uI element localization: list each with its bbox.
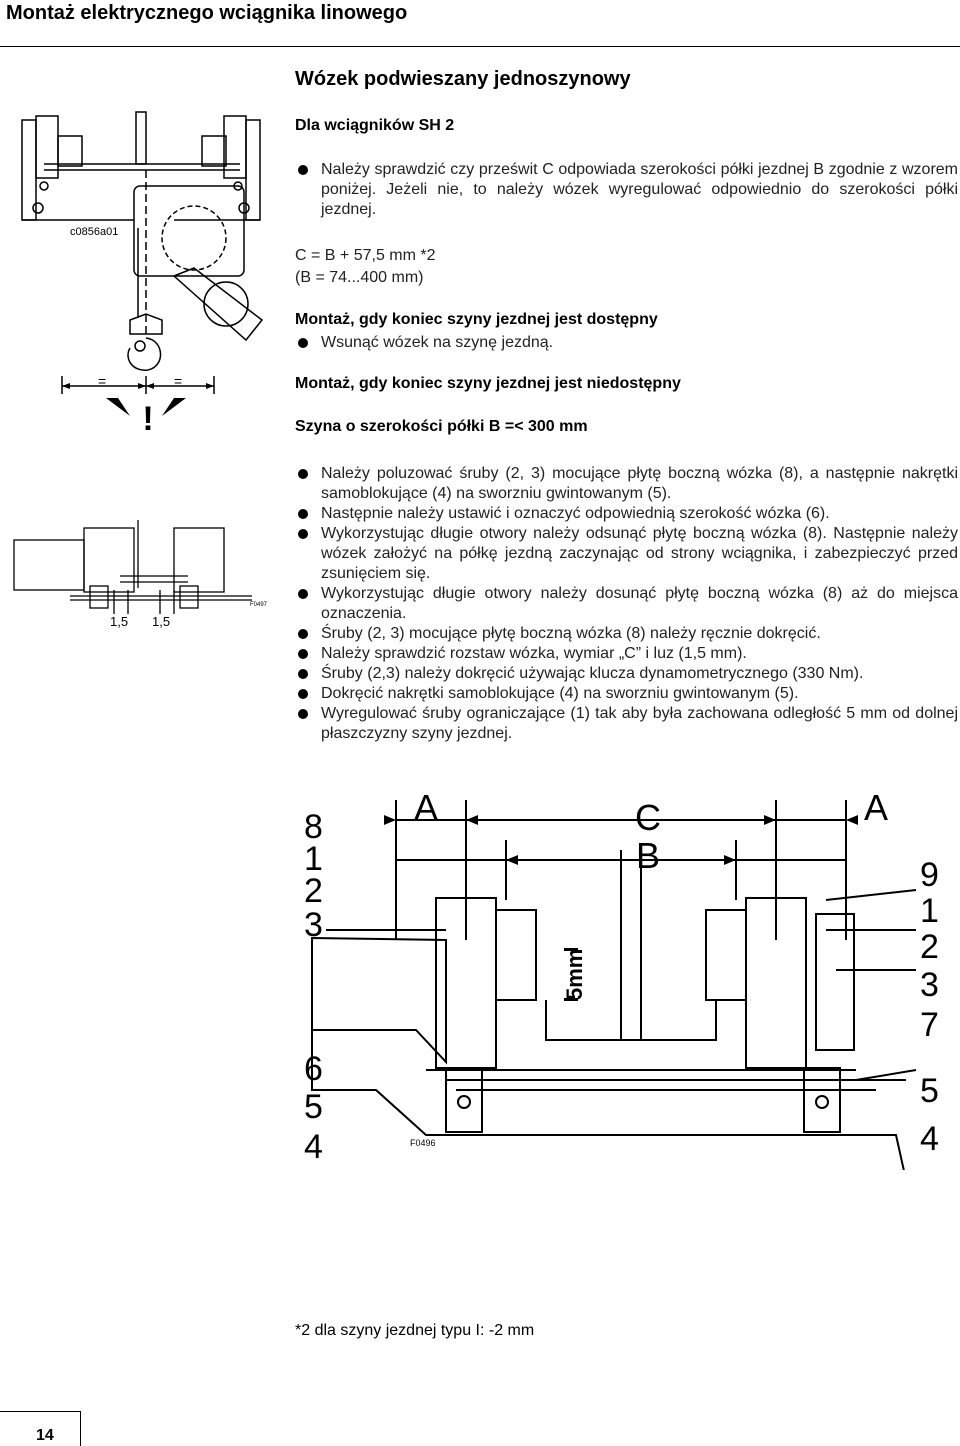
part-label-left: 1 bbox=[304, 840, 323, 878]
part-label-right: 4 bbox=[920, 1120, 939, 1158]
step-item: Wykorzystując długie otwory należy odsun… bbox=[295, 524, 958, 584]
fig2-code: F0497 bbox=[250, 602, 268, 608]
formula-line-1: C = B + 57,5 mm *2 bbox=[295, 247, 436, 264]
part-label-left: 6 bbox=[304, 1050, 323, 1088]
part-label-left: 2 bbox=[304, 872, 323, 910]
step-item: Śruby (2, 3) mocujące płytę boczną wózka… bbox=[295, 624, 958, 644]
section-subtitle: Dla wciągników SH 2 bbox=[295, 117, 455, 134]
part-label-right: 7 bbox=[920, 1006, 939, 1044]
step-item: Należy sprawdzić rozstaw wózka, wymiar „… bbox=[295, 644, 958, 664]
dimension-5mm: 5mm bbox=[562, 949, 587, 1000]
step-item: Śruby (2,3) należy dokręcić używając klu… bbox=[295, 664, 958, 684]
warning-mark: ! bbox=[142, 400, 153, 438]
step-item: Dokręcić nakrętki samoblokujące (4) na s… bbox=[295, 684, 958, 704]
dimension-c: C bbox=[635, 797, 661, 838]
page-title: Montaż elektrycznego wciągnika linowego bbox=[6, 2, 408, 24]
intro-list: Należy sprawdzić czy prześwit C odpowiad… bbox=[295, 160, 958, 220]
part-label-right: 1 bbox=[920, 892, 939, 930]
page-number-box bbox=[0, 1411, 81, 1446]
part-label-right: 2 bbox=[920, 928, 939, 966]
part-label-right: 5 bbox=[920, 1072, 939, 1110]
trolley-detail-figure: A C B A 5mm F0496 8 1 2 3 6 5 4 9 1 2 3 … bbox=[304, 790, 939, 1170]
fig1-equal-right: = bbox=[174, 373, 182, 389]
steps-list: Należy poluzować śruby (2, 3) mocujące p… bbox=[295, 464, 958, 744]
part-label-left: 3 bbox=[304, 906, 323, 944]
mount-available-title: Montaż, gdy koniec szyny jezdnej jest do… bbox=[295, 311, 658, 328]
fig1-equal-left: = bbox=[98, 373, 106, 389]
fig1-code: c0856a01 bbox=[70, 226, 118, 238]
mount-available-list: Wsunąć wózek na szynę jezdną. bbox=[295, 333, 958, 353]
mount-unavailable-title: Montaż, gdy koniec szyny jezdnej jest ni… bbox=[295, 375, 681, 392]
step-item: Następnie należy ustawić i oznaczyć odpo… bbox=[295, 504, 958, 524]
dimension-a-right: A bbox=[864, 790, 888, 828]
section-title: Wózek podwieszany jednoszynowy bbox=[295, 68, 631, 90]
page-number: 14 bbox=[36, 1427, 54, 1444]
trolley-gap-figure: 1,5 1,5 F0497 bbox=[13, 520, 268, 629]
page-header: Montaż elektrycznego wciągnika linowego bbox=[0, 0, 960, 46]
gap-label-right: 1,5 bbox=[152, 614, 170, 629]
step-item: Wyregulować śruby ograniczające (1) tak … bbox=[295, 704, 958, 744]
mount-unavailable-subtitle: Szyna o szerokości półki B =< 300 mm bbox=[295, 418, 588, 435]
dimension-b: B bbox=[636, 835, 660, 876]
part-label-right: 9 bbox=[920, 856, 939, 894]
gap-label-left: 1,5 bbox=[110, 614, 128, 629]
footnote: *2 dla szyny jezdnej typu I: -2 mm bbox=[295, 1322, 535, 1339]
step-item: Wykorzystując długie otwory należy dosun… bbox=[295, 584, 958, 624]
intro-bullet: Należy sprawdzić czy prześwit C odpowiad… bbox=[295, 160, 958, 220]
part-label-left: 4 bbox=[304, 1128, 323, 1166]
dimension-a-left: A bbox=[414, 790, 438, 828]
part-label-left: 5 bbox=[304, 1088, 323, 1126]
trolley-side-view-figure: c0856a01 = = ! bbox=[14, 111, 264, 438]
part-label-right: 3 bbox=[920, 966, 939, 1004]
header-divider bbox=[0, 46, 960, 47]
formula-line-2: (B = 74...400 mm) bbox=[295, 269, 424, 286]
step-item: Należy poluzować śruby (2, 3) mocujące p… bbox=[295, 464, 958, 504]
mount-available-bullet: Wsunąć wózek na szynę jezdną. bbox=[295, 333, 958, 353]
fig3-code: F0496 bbox=[410, 1138, 436, 1148]
part-label-left: 8 bbox=[304, 808, 323, 846]
